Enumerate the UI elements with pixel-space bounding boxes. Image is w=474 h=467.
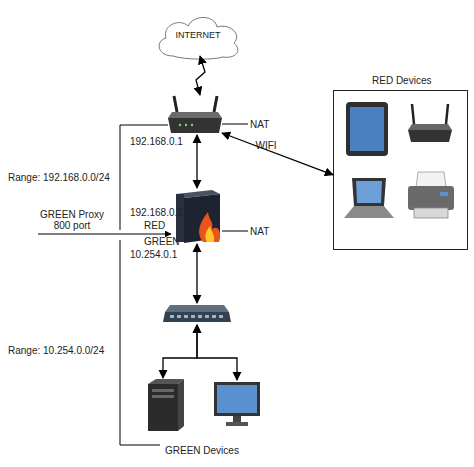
tablet-icon bbox=[346, 102, 388, 156]
printer-tray bbox=[414, 208, 448, 218]
monitor-stand bbox=[233, 416, 241, 422]
switch-port bbox=[205, 315, 209, 318]
firewall-body bbox=[184, 194, 220, 243]
range-label: Range: 192.168.0.0/24 bbox=[8, 172, 110, 183]
flame bbox=[205, 226, 214, 242]
address-label: 10.254.0.1 bbox=[130, 249, 177, 260]
wifi-link bbox=[222, 133, 333, 175]
device-node bbox=[146, 378, 186, 432]
address-label: RED bbox=[144, 220, 165, 231]
printer-panel bbox=[440, 192, 448, 196]
switch-top bbox=[165, 305, 229, 312]
router-antenna bbox=[174, 96, 177, 112]
group-box: RED Devices bbox=[333, 90, 468, 250]
switch-port bbox=[198, 315, 202, 318]
tower-pc-icon bbox=[148, 379, 184, 431]
printer-icon bbox=[408, 172, 454, 218]
network-link bbox=[196, 135, 197, 188]
monitor-icon bbox=[214, 382, 260, 426]
printer-body bbox=[408, 186, 454, 210]
router-body bbox=[168, 118, 222, 133]
tower-body bbox=[148, 384, 178, 431]
router-led bbox=[191, 124, 193, 126]
group-title: RED Devices bbox=[372, 75, 431, 86]
edge-label: WIFI bbox=[256, 140, 277, 151]
switch-icon bbox=[163, 305, 231, 322]
address-label: 192.168.0.1 bbox=[130, 136, 183, 147]
router-antenna bbox=[446, 104, 448, 124]
device-node: 192.168.0.2REDGREEN10.254.0.1NAT bbox=[172, 188, 222, 244]
device-node bbox=[212, 380, 262, 428]
flame bbox=[199, 212, 220, 242]
router-top bbox=[168, 112, 222, 118]
tower-top bbox=[148, 379, 184, 384]
wireless-router-icon bbox=[408, 104, 452, 142]
network-link bbox=[196, 244, 197, 303]
router-body bbox=[408, 130, 452, 142]
monitor-base bbox=[226, 422, 248, 426]
tablet-screen bbox=[350, 107, 384, 151]
group-title: GREEN Devices bbox=[165, 445, 239, 456]
tower-side bbox=[178, 379, 184, 431]
laptop-base bbox=[344, 206, 394, 218]
address-label: 192.168.0.2 bbox=[130, 207, 183, 218]
firewall-side bbox=[176, 194, 184, 242]
nat-line bbox=[222, 231, 248, 232]
router-led bbox=[179, 124, 181, 126]
device-node: GREEN Devices bbox=[140, 375, 265, 460]
router-icon bbox=[168, 96, 222, 133]
proxy-arrow bbox=[38, 234, 171, 235]
switch-port bbox=[177, 315, 181, 318]
drive-slot bbox=[152, 395, 174, 398]
router-antenna bbox=[412, 104, 414, 124]
switch-port bbox=[170, 315, 174, 318]
tablet-frame bbox=[346, 102, 388, 156]
router-top bbox=[408, 124, 452, 130]
monitor-screen bbox=[217, 385, 257, 413]
drive-slot bbox=[152, 389, 174, 392]
proxy-note: GREEN Proxy 800 port bbox=[38, 209, 106, 231]
monitor-frame bbox=[214, 382, 260, 416]
laptop-lid bbox=[352, 178, 386, 206]
printer-paper bbox=[416, 172, 446, 188]
device-node bbox=[163, 303, 231, 325]
range-label: Range: 10.254.0.0/24 bbox=[8, 345, 104, 356]
router-antenna bbox=[214, 96, 217, 112]
nat-line bbox=[222, 124, 248, 125]
switch-port bbox=[219, 315, 223, 318]
cloud-label: INTERNET bbox=[153, 30, 243, 41]
network-link bbox=[163, 325, 197, 378]
switch-port bbox=[191, 315, 195, 318]
switch-port bbox=[212, 315, 216, 318]
laptop-screen bbox=[356, 181, 382, 203]
device-node: 192.168.0.1NAT bbox=[168, 95, 224, 135]
address-label: NAT bbox=[250, 226, 269, 237]
laptop-icon bbox=[344, 178, 394, 218]
address-label: GREEN bbox=[144, 236, 180, 247]
switch-port bbox=[184, 315, 188, 318]
network-link bbox=[196, 56, 205, 95]
switch-body bbox=[163, 312, 231, 322]
address-label: NAT bbox=[250, 119, 269, 130]
router-led bbox=[185, 124, 187, 126]
network-link bbox=[197, 325, 237, 380]
cloud-node: INTERNET bbox=[153, 12, 243, 60]
